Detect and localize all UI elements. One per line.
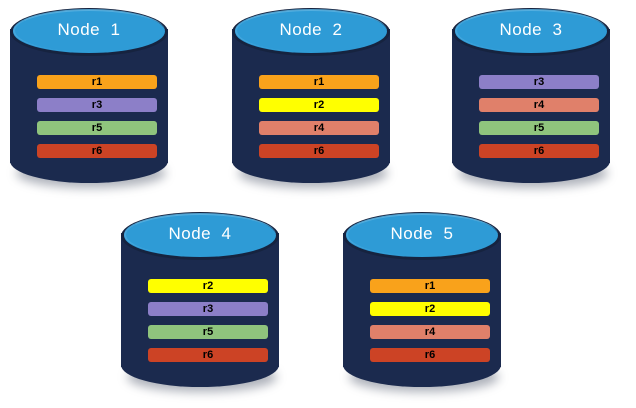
replica-bar[interactable]: r6 <box>37 144 157 158</box>
replica-bar[interactable]: r1 <box>259 75 379 89</box>
replica-bar[interactable]: r4 <box>370 325 490 339</box>
database-node-1[interactable]: Node 1 r1 r3 r5 r6 <box>10 8 168 192</box>
database-node-3[interactable]: Node 3 r3 r4 r5 r6 <box>452 8 610 192</box>
replica-list: r2 r3 r5 r6 <box>148 279 268 362</box>
replica-bar[interactable]: r1 <box>370 279 490 293</box>
replica-bar[interactable]: r6 <box>479 144 599 158</box>
node-label: Node 3 <box>499 20 563 39</box>
replica-bar[interactable]: r4 <box>259 121 379 135</box>
replica-bar[interactable]: r6 <box>370 348 490 362</box>
replica-bar[interactable]: r5 <box>148 325 268 339</box>
node-label: Node 2 <box>279 20 343 39</box>
replica-list: r3 r4 r5 r6 <box>479 75 599 158</box>
replica-list: r1 r2 r4 r6 <box>370 279 490 362</box>
node-top-highlight <box>346 213 498 256</box>
node-top-highlight <box>13 9 165 52</box>
replica-bar[interactable]: r2 <box>370 302 490 316</box>
database-node-5[interactable]: Node 5 r1 r2 r4 r6 <box>343 212 501 396</box>
node-label: Node 4 <box>168 224 232 243</box>
node-label: Node 1 <box>57 20 121 39</box>
replica-bar[interactable]: r5 <box>37 121 157 135</box>
replica-bar[interactable]: r4 <box>479 98 599 112</box>
replica-list: r1 r3 r5 r6 <box>37 75 157 158</box>
replica-bar[interactable]: r2 <box>148 279 268 293</box>
replica-bar[interactable]: r1 <box>37 75 157 89</box>
node-top-highlight <box>124 213 276 256</box>
node-label: Node 5 <box>390 224 454 243</box>
replica-bar[interactable]: r6 <box>148 348 268 362</box>
database-node-2[interactable]: Node 2 r1 r2 r4 r6 <box>232 8 390 192</box>
replica-bar[interactable]: r3 <box>479 75 599 89</box>
node-top-highlight <box>235 9 387 52</box>
replica-bar[interactable]: r3 <box>37 98 157 112</box>
database-node-4[interactable]: Node 4 r2 r3 r5 r6 <box>121 212 279 396</box>
replica-bar[interactable]: r5 <box>479 121 599 135</box>
node-top-highlight <box>455 9 607 52</box>
replica-bar[interactable]: r3 <box>148 302 268 316</box>
replica-list: r1 r2 r4 r6 <box>259 75 379 158</box>
replica-bar[interactable]: r2 <box>259 98 379 112</box>
replica-bar[interactable]: r6 <box>259 144 379 158</box>
